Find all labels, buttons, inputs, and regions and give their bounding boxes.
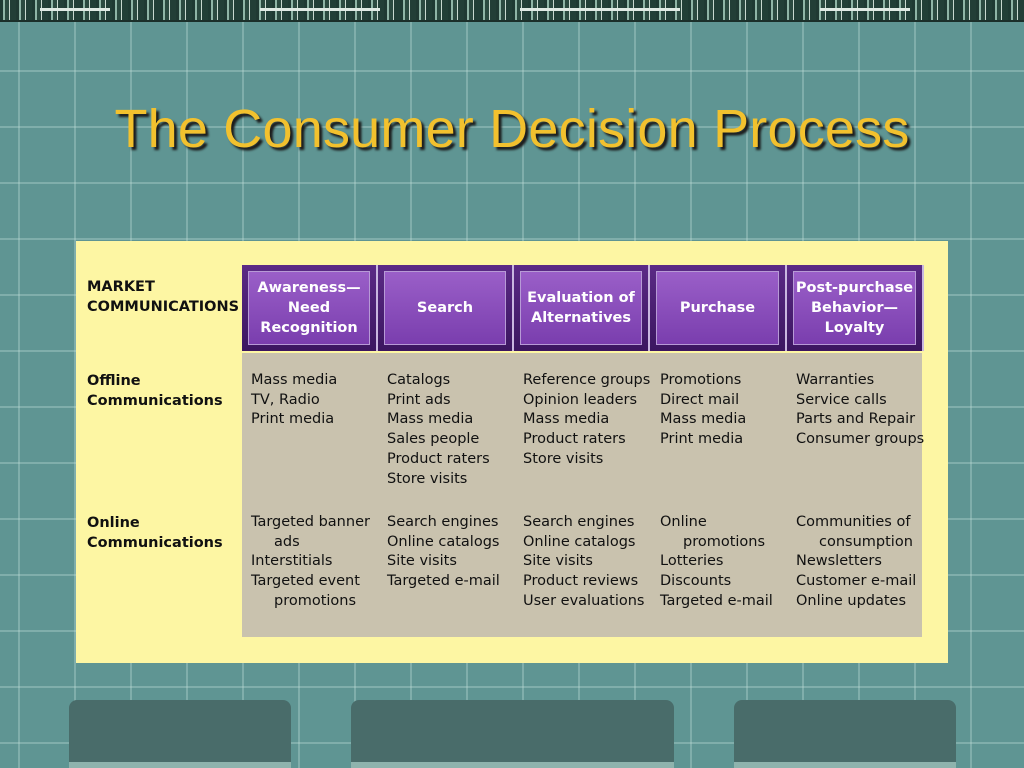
cell-line: Mass media [387,411,474,428]
cell-line: Online catalogs [387,533,500,550]
cell-line: Mass media [523,411,610,428]
cell-line: Search engines [387,514,499,530]
cell-line: Opinion leaders [523,391,638,408]
cell-line: Customer e-mail [796,573,917,590]
stage-header-label: Search [384,271,506,345]
cell-line: User evaluations [523,592,645,609]
cell-line: ads [274,533,300,550]
cell-line: Site visits [387,553,457,570]
stage-header-purchase: Purchase [650,265,787,351]
cell-line: Search engines [523,514,635,530]
cell-line: Online catalogs [523,533,636,550]
cell-line: Communities of [796,514,911,530]
cell-line: Store visits [387,470,468,487]
cell-line: Parts and Repair [796,411,916,428]
cell-line: Site visits [523,553,593,570]
cell-line: promotions [683,533,766,550]
stage-header-evaluation: Evaluation of Alternatives [514,265,650,351]
cell-line: Online [660,514,707,530]
cell-line: Targeted event [251,573,360,590]
market-communications-label: MARKET COMMUNICATIONS [87,279,240,315]
cell-line: Promotions [660,372,742,388]
cell-line: Lotteries [660,553,724,570]
table-body [242,353,922,637]
cell-line: Discounts [660,573,732,590]
cell-line: Mass media [251,372,338,388]
cell-line: Catalogs [387,372,451,388]
cell-line: Product raters [387,450,490,467]
cell-line: Print ads [387,391,451,408]
offline-communications-label: Offline Communications [87,373,223,409]
stage-header-label: Purchase [656,271,779,345]
cell-line: Targeted banner [251,514,370,530]
circuit-board-strip [0,0,1024,22]
cell-line: Product raters [523,431,626,448]
cell-line: Newsletters [796,553,882,570]
cell-line: Consumer groups [796,431,925,448]
cell-line: consumption [819,533,913,550]
cell-line: Reference groups [523,372,651,388]
stage-header-search: Search [378,265,514,351]
cell-line: Direct mail [660,391,740,408]
cell-line: Product reviews [523,573,639,590]
stage-header-label: Evaluation of Alternatives [520,271,642,345]
cell-line: Online updates [796,592,907,609]
bottom-tab-left [69,700,291,768]
cell-line: Sales people [387,431,480,448]
cell-line: Print media [660,431,744,448]
cell-line: Print media [251,411,335,428]
stage-header-label: Awareness— Need Recognition [248,271,370,345]
cell-line: TV, Radio [251,391,320,408]
cell-line: Targeted e-mail [660,592,773,609]
bottom-tab-center [351,700,674,768]
slide-title: The Consumer Decision Process [114,99,910,159]
cell-line: Interstitials [251,553,333,570]
cell-line: Mass media [660,411,747,428]
communications-table-panel: MARKET COMMUNICATIONS Awareness— Need Re… [76,241,948,663]
cell-line: Targeted e-mail [387,573,500,590]
bottom-tab-right [734,700,956,768]
cell-line: Service calls [796,391,887,408]
stage-header-awareness: Awareness— Need Recognition [242,265,378,351]
cell-line: promotions [274,592,357,609]
stage-header-label: Post-purchase Behavior— Loyalty [793,271,916,345]
online-communications-label: Online Communications [87,515,223,551]
stage-header-post-purchase: Post-purchase Behavior— Loyalty [787,265,924,351]
cell-line: Warranties [796,372,875,388]
cell-line: Store visits [523,450,604,467]
